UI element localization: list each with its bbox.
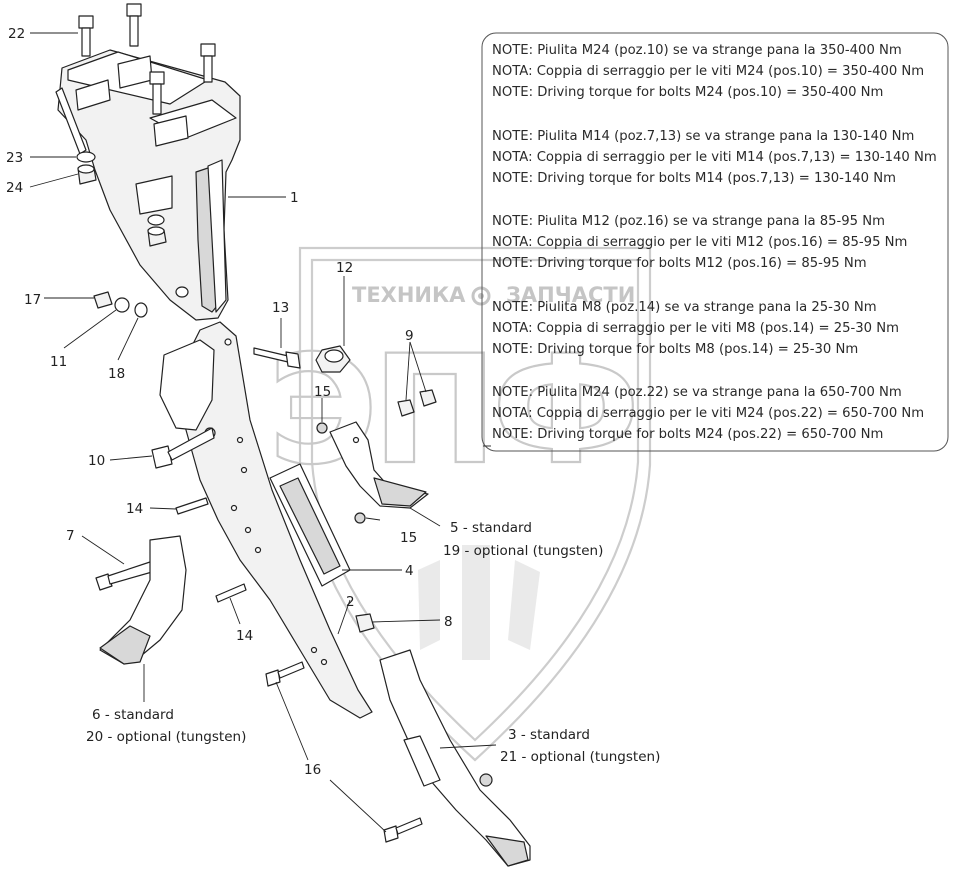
label-1: 1 <box>290 190 299 206</box>
part-16-bolt-b <box>383 817 423 843</box>
note-5-ro: NOTE: Piulita M24 (poz.22) se va strange… <box>492 385 902 400</box>
note-2-it: NOTA: Coppia di serraggio per le viti M1… <box>492 150 937 165</box>
label-17: 17 <box>24 292 41 308</box>
note-5-it: NOTA: Coppia di serraggio per le viti M2… <box>492 406 924 421</box>
part-labels: 22 23 24 1 17 11 18 13 12 9 15 10 14 7 1… <box>6 26 660 778</box>
part-3-front-point <box>379 649 531 867</box>
note-1-en: NOTE: Driving torque for bolts M24 (pos.… <box>492 85 883 100</box>
label-3-standard: 3 - standard <box>508 727 590 743</box>
part-6-side-wing <box>99 535 187 665</box>
label-23: 23 <box>6 150 23 166</box>
part-24-nut <box>77 164 97 185</box>
part-1-mounting-bracket <box>55 49 241 321</box>
label-15a: 15 <box>314 384 331 400</box>
label-13: 13 <box>272 300 289 316</box>
label-6-standard: 6 - standard <box>92 707 174 723</box>
label-24: 24 <box>6 180 23 196</box>
label-7: 7 <box>66 528 75 544</box>
label-16: 16 <box>304 762 321 778</box>
part-18-washer <box>134 302 148 318</box>
part-8-nut <box>355 613 375 633</box>
part-15-nut-a <box>316 422 328 434</box>
label-4: 4 <box>405 563 414 579</box>
label-14b: 14 <box>236 628 253 644</box>
note-2-ro: NOTE: Piulita M14 (poz.7,13) se va stran… <box>492 129 914 144</box>
part-14-bolt-b <box>215 583 247 603</box>
part-15-nut-b <box>354 512 366 524</box>
note-4-it: NOTA: Coppia di serraggio per le viti M8… <box>492 321 899 336</box>
label-19-optional: 19 - optional (tungsten) <box>443 543 603 559</box>
gear-icon <box>471 286 491 306</box>
bracket-nut <box>147 226 167 247</box>
label-9: 9 <box>405 328 414 344</box>
note-2-en: NOTE: Driving torque for bolts M14 (pos.… <box>492 171 896 186</box>
label-10: 10 <box>88 453 105 469</box>
note-1-ro: NOTE: Piulita M24 (poz.10) se va strange… <box>492 43 902 58</box>
label-12: 12 <box>336 260 353 276</box>
part-16-bolt-a <box>265 661 305 687</box>
part-10-bolt <box>151 427 215 469</box>
watermark-bars <box>418 545 540 660</box>
label-5-standard: 5 - standard <box>450 520 532 536</box>
watermark-text-right: ЗАПЧАСТИ <box>506 283 635 307</box>
label-20-optional: 20 - optional (tungsten) <box>86 729 246 745</box>
part-13-bolt <box>253 347 301 369</box>
note-5-en: NOTE: Driving torque for bolts M24 (pos.… <box>492 427 883 442</box>
label-8: 8 <box>444 614 453 630</box>
label-18: 18 <box>108 366 125 382</box>
part-23-washer <box>76 151 96 163</box>
note-4-en: NOTE: Driving torque for bolts M8 (pos.1… <box>492 342 858 357</box>
leader-lines <box>29 32 497 833</box>
label-15b: 15 <box>400 530 417 546</box>
part-11-washer <box>114 297 130 313</box>
part-9-nuts <box>397 389 437 417</box>
part-14-bolt-a <box>175 497 209 515</box>
label-22: 22 <box>8 26 25 42</box>
part-7-bolt <box>95 561 153 591</box>
note-4-ro: NOTE: Piulita M8 (poz.14) se va strange … <box>492 300 877 315</box>
part-22-bolts <box>78 3 216 115</box>
label-2: 2 <box>346 594 355 610</box>
label-14a: 14 <box>126 501 143 517</box>
label-11: 11 <box>50 354 67 370</box>
part-5-point <box>329 421 429 509</box>
bolt-22c <box>200 43 216 83</box>
bracket-washer <box>147 214 165 226</box>
note-3-ro: NOTE: Piulita M12 (poz.16) se va strange… <box>492 214 885 229</box>
note-1-it: NOTA: Coppia di serraggio per le viti M2… <box>492 64 924 79</box>
label-21-optional: 21 - optional (tungsten) <box>500 749 660 765</box>
note-3-it: NOTA: Coppia di serraggio per le viti M1… <box>492 235 907 250</box>
bolt-22b <box>126 3 142 47</box>
torque-notes-box: NOTE: Piulita M24 (poz.10) se va strange… <box>481 32 949 452</box>
bolt-22a <box>78 15 94 57</box>
part-17-nut <box>93 291 113 309</box>
part-12-nut <box>315 345 351 373</box>
note-3-en: NOTE: Driving torque for bolts M12 (pos.… <box>492 256 867 271</box>
watermark-text-left: ТЕХНИКА <box>352 283 466 307</box>
bolt-22d <box>149 71 165 115</box>
